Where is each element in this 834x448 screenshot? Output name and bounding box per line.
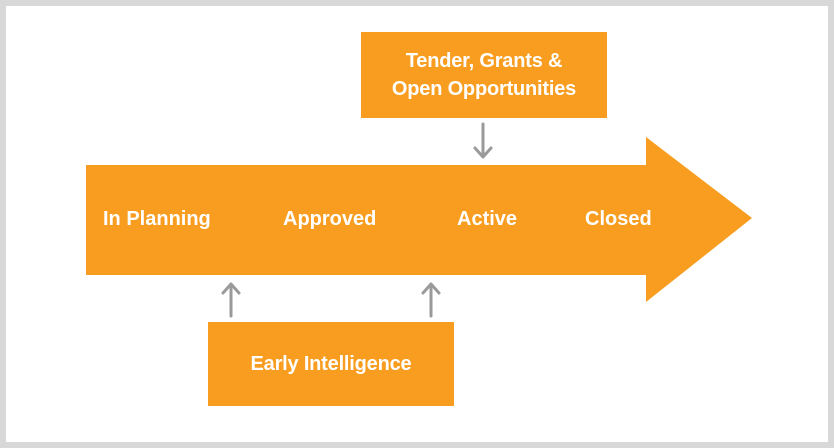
down-arrow-icon [473,122,493,159]
stage-in-planning: In Planning [103,208,211,230]
tender-grants-box: Tender, Grants & Open Opportunities [361,32,607,118]
timeline-arrow [86,137,752,302]
tender-grants-line1: Tender, Grants & [405,50,563,72]
up-arrow-icon [221,282,241,318]
up-arrow-icon [421,282,441,318]
tender-grants-line2: Open Opportunities [391,78,577,100]
early-intelligence-box: Early Intelligence [208,322,454,406]
stage-active: Active [457,208,518,230]
early-intelligence-label: Early Intelligence [250,353,412,375]
stage-approved: Approved [283,208,377,230]
stage-closed: Closed [585,208,652,230]
